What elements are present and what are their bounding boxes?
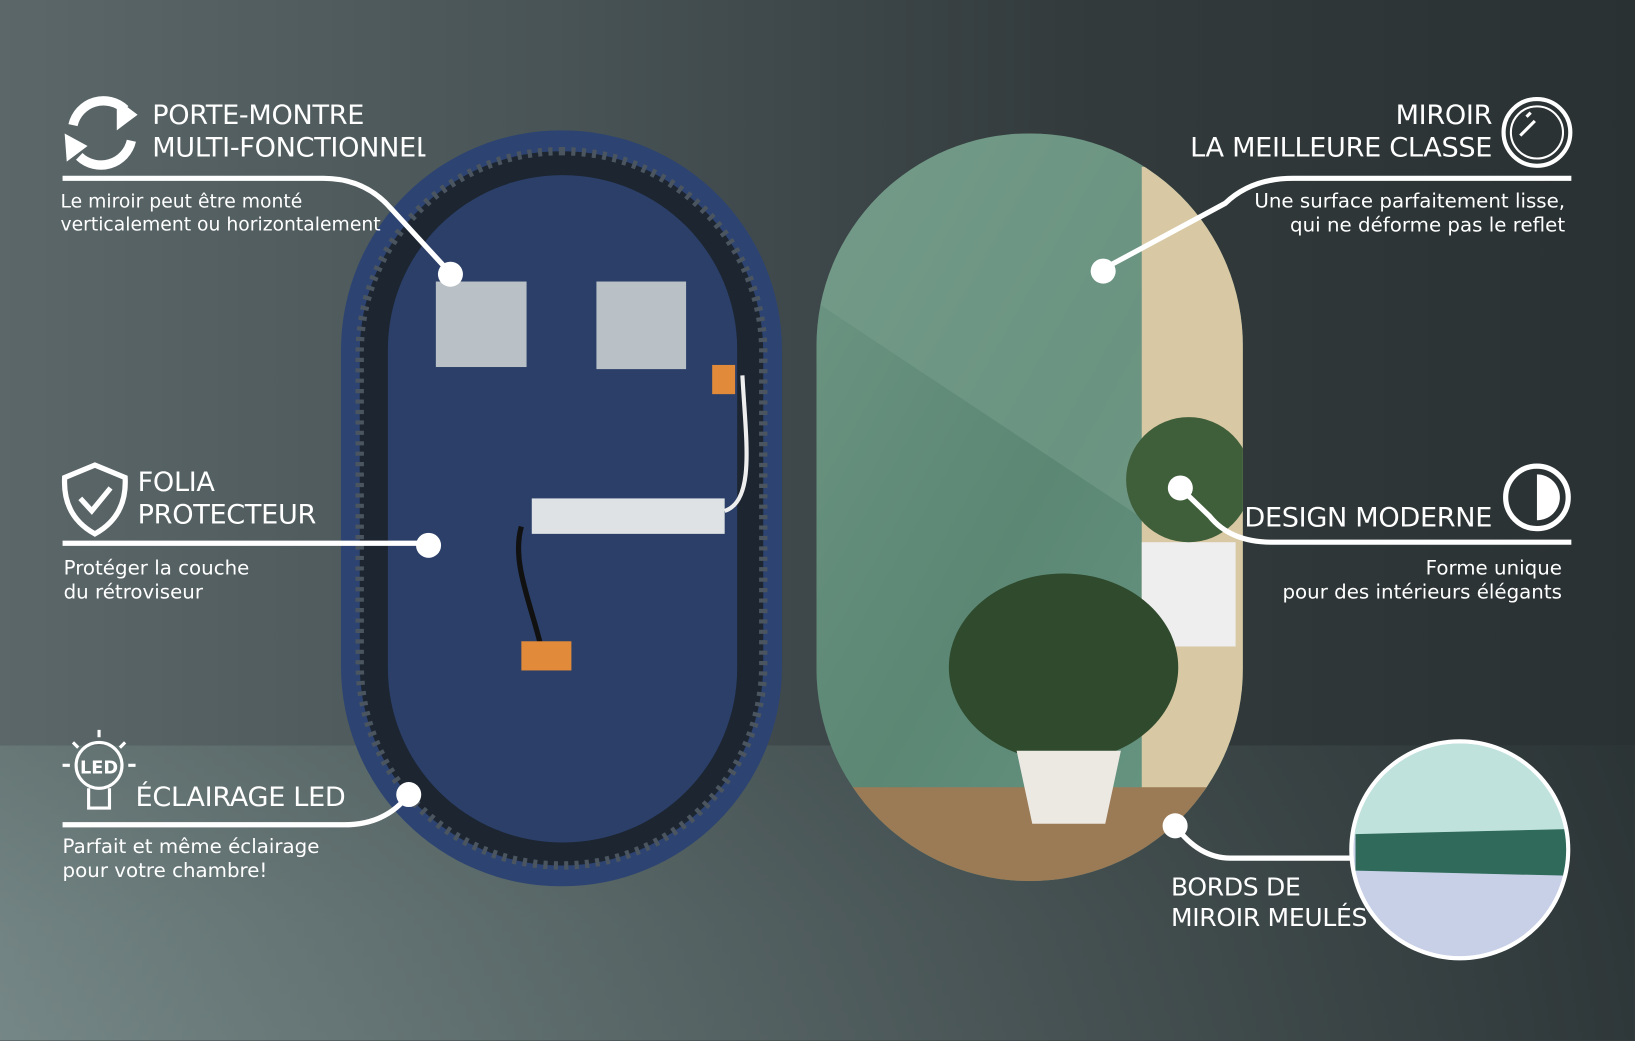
led-bulb-icon	[62, 729, 136, 810]
shield-check-icon	[62, 462, 128, 537]
feature-title-design: DESIGN MODERNE	[1244, 502, 1493, 534]
led-driver	[531, 498, 725, 534]
mirror-back-view	[340, 130, 783, 887]
led-icon-label: LED	[80, 759, 118, 779]
callout-dots	[396, 258, 1193, 839]
feature-title-led: ÉCLAIRAGE LED	[135, 782, 346, 814]
glass-edge-inset	[1349, 739, 1571, 961]
mirror-front-view	[816, 133, 1243, 882]
rotate-arrows-icon	[64, 96, 138, 170]
feature-desc-quality: Une surface parfaitement lisse,qui ne dé…	[1254, 189, 1566, 237]
mounting-bracket	[596, 281, 687, 370]
mounting-bracket	[435, 281, 527, 368]
mirror-circle-icon	[1501, 96, 1573, 168]
half-circle-icon	[1503, 463, 1571, 532]
